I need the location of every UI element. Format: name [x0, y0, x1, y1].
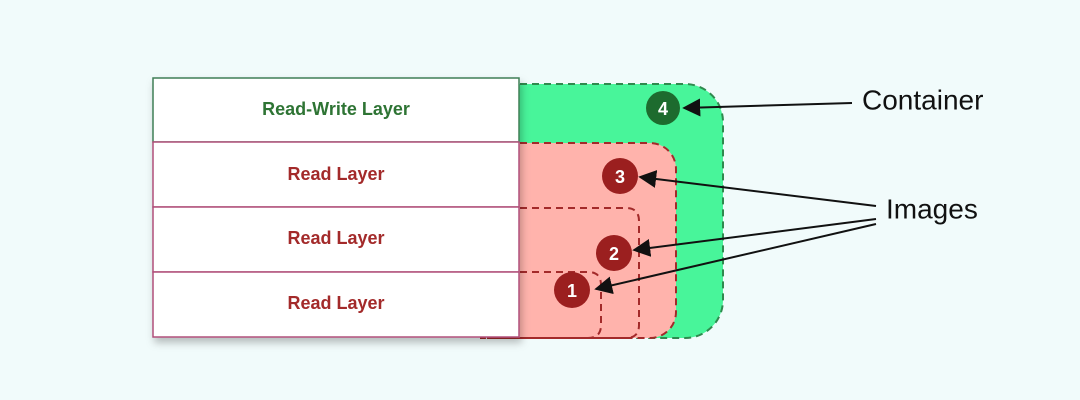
badge-2-number: 2: [609, 244, 619, 264]
read-layer-c: [152, 271, 520, 338]
image-1-region: [480, 271, 602, 339]
container-callout: Container: [862, 84, 983, 115]
badge-4: 4: [646, 91, 680, 125]
badge-3: 3: [602, 158, 638, 194]
read-layer-b: [152, 206, 520, 273]
read-layer-label: Read Layer: [287, 293, 384, 313]
images-callout: Images: [886, 193, 978, 224]
badge-4-number: 4: [658, 99, 668, 119]
container-arrow: [682, 98, 853, 117]
images-arrow-1: [594, 223, 877, 295]
images-arrow-3: [638, 170, 877, 207]
read-write-layer: [152, 77, 520, 143]
read-layer-a: [152, 141, 520, 208]
images-arrow-2: [632, 218, 877, 257]
badge-2: 2: [596, 235, 632, 271]
badge-1: 1: [554, 272, 590, 308]
read-layer-label: Read Layer: [287, 164, 384, 184]
badge-1-number: 1: [567, 281, 577, 301]
image-2-region: [480, 207, 640, 339]
read-layer-label: Read Layer: [287, 228, 384, 248]
read-write-layer-label: Read-Write Layer: [262, 99, 410, 119]
badge-3-number: 3: [615, 167, 625, 187]
layer-stack: [152, 77, 520, 338]
